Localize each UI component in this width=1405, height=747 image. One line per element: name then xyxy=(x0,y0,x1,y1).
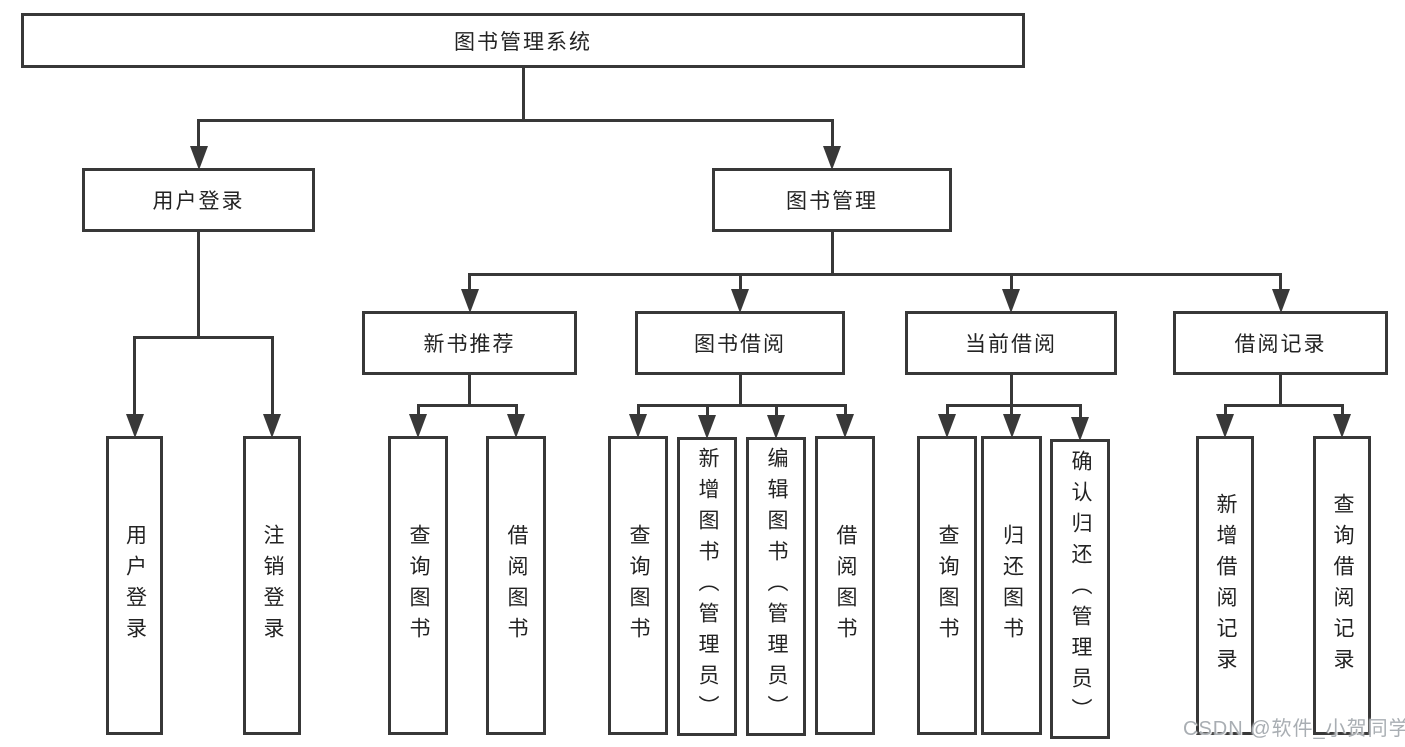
node-query-books-2: 查询图书 xyxy=(608,436,668,735)
arrowhead-down-icon xyxy=(507,414,525,438)
node-label: 确认归还（管理员） xyxy=(1069,449,1092,729)
arrowhead-down-icon xyxy=(125,414,144,438)
node-add-books: 新增图书（管理员） xyxy=(677,437,737,736)
node-borrow-books-1: 借阅图书 xyxy=(486,436,546,735)
arrowhead-down-icon xyxy=(1002,414,1021,438)
connector-stub xyxy=(1009,273,1013,291)
arrowhead-down-icon xyxy=(629,414,647,438)
arrowhead-down-icon xyxy=(460,289,479,313)
node-book-borrow: 图书借阅 xyxy=(635,311,845,375)
node-label: 图书借阅 xyxy=(694,333,786,356)
node-user-login: 用户登录 xyxy=(106,436,163,735)
node-query-books-1: 查询图书 xyxy=(388,436,448,735)
node-label: 借阅记录 xyxy=(1234,333,1327,356)
arrowhead-down-icon xyxy=(823,146,841,170)
node-label: 当前借阅 xyxy=(965,333,1057,356)
node-edit-books: 编辑图书（管理员） xyxy=(746,437,806,736)
node-query-books-3: 查询图书 xyxy=(917,436,977,735)
connector-stub xyxy=(636,404,640,416)
connector-stub xyxy=(1010,404,1013,416)
node-root: 图书管理系统 xyxy=(21,13,1025,68)
connector-branch xyxy=(133,336,274,339)
connector-stub xyxy=(830,119,834,148)
node-new-book-rec: 新书推荐 xyxy=(362,311,577,375)
node-label: 图书管理系统 xyxy=(454,30,592,54)
node-label: 注销登录 xyxy=(261,523,284,648)
connector-trunk xyxy=(521,68,525,122)
arrowhead-down-icon xyxy=(767,415,785,439)
node-label: 借阅图书 xyxy=(834,523,857,648)
connector-stub xyxy=(1279,273,1282,291)
arrowhead-down-icon xyxy=(1271,289,1290,313)
node-add-borrow-record: 新增借阅记录 xyxy=(1196,436,1254,735)
connector-trunk xyxy=(197,232,200,339)
connector-stub xyxy=(843,404,847,416)
connector-branch xyxy=(468,273,1282,276)
node-label: 归还图书 xyxy=(1000,523,1024,648)
connector-stub xyxy=(774,404,778,417)
node-query-borrow-record: 查询借阅记录 xyxy=(1313,436,1371,735)
connector-stub xyxy=(945,404,949,416)
connector-trunk xyxy=(468,375,471,407)
node-label: 新增借阅记录 xyxy=(1214,492,1237,679)
connector-stub xyxy=(270,336,274,416)
connector-branch xyxy=(416,404,518,407)
arrowhead-down-icon xyxy=(836,414,854,438)
connector-branch xyxy=(636,404,847,407)
connector-trunk xyxy=(738,375,742,407)
connector-stub xyxy=(416,404,420,416)
node-label: 查询借阅记录 xyxy=(1331,492,1354,679)
connector-stub xyxy=(738,273,742,291)
node-user-login-group: 用户登录 xyxy=(82,168,315,232)
connector-trunk xyxy=(1279,375,1282,407)
connector-stub xyxy=(705,404,709,417)
arrowhead-down-icon xyxy=(698,415,716,439)
arrowhead-down-icon xyxy=(731,289,749,313)
node-label: 新增图书（管理员） xyxy=(696,447,719,726)
arrowhead-down-icon xyxy=(1216,414,1234,438)
node-label: 图书管理 xyxy=(786,190,878,213)
node-label: 借阅图书 xyxy=(505,523,528,648)
node-label: 用户登录 xyxy=(123,523,147,648)
node-label: 新书推荐 xyxy=(423,333,516,356)
arrowhead-down-icon xyxy=(938,414,956,438)
connector-trunk xyxy=(830,232,834,276)
node-label: 编辑图书（管理员） xyxy=(765,447,788,726)
arrowhead-down-icon xyxy=(189,146,208,170)
node-confirm-return: 确认归还（管理员） xyxy=(1050,439,1110,739)
connector-stub xyxy=(1340,404,1344,416)
connector-branch xyxy=(197,119,834,122)
connector-stub xyxy=(468,273,471,291)
node-label: 用户登录 xyxy=(152,190,245,213)
connector-trunk xyxy=(1009,375,1013,407)
connector-stub xyxy=(197,119,200,148)
connector-stub xyxy=(1223,404,1227,416)
connector-branch xyxy=(1223,404,1344,407)
node-book-mgmt: 图书管理 xyxy=(712,168,952,232)
node-borrow-records: 借阅记录 xyxy=(1173,311,1388,375)
connector-stub xyxy=(514,404,518,416)
node-label: 查询图书 xyxy=(936,523,959,648)
arrowhead-down-icon xyxy=(263,414,281,438)
connector-stub xyxy=(1078,404,1082,419)
arrowhead-down-icon xyxy=(1333,414,1351,438)
arrowhead-down-icon xyxy=(1071,417,1089,441)
node-current-borrow: 当前借阅 xyxy=(905,311,1117,375)
node-borrow-books-2: 借阅图书 xyxy=(815,436,875,735)
node-return-books: 归还图书 xyxy=(981,436,1042,735)
arrowhead-down-icon xyxy=(1002,289,1020,313)
node-label: 查询图书 xyxy=(407,523,430,648)
node-logout: 注销登录 xyxy=(243,436,301,735)
node-label: 查询图书 xyxy=(627,523,650,648)
connector-stub xyxy=(133,336,136,416)
connector-branch xyxy=(945,404,1082,407)
arrowhead-down-icon xyxy=(409,414,427,438)
watermark: CSDN @软件_小贺同学 xyxy=(1183,718,1405,740)
